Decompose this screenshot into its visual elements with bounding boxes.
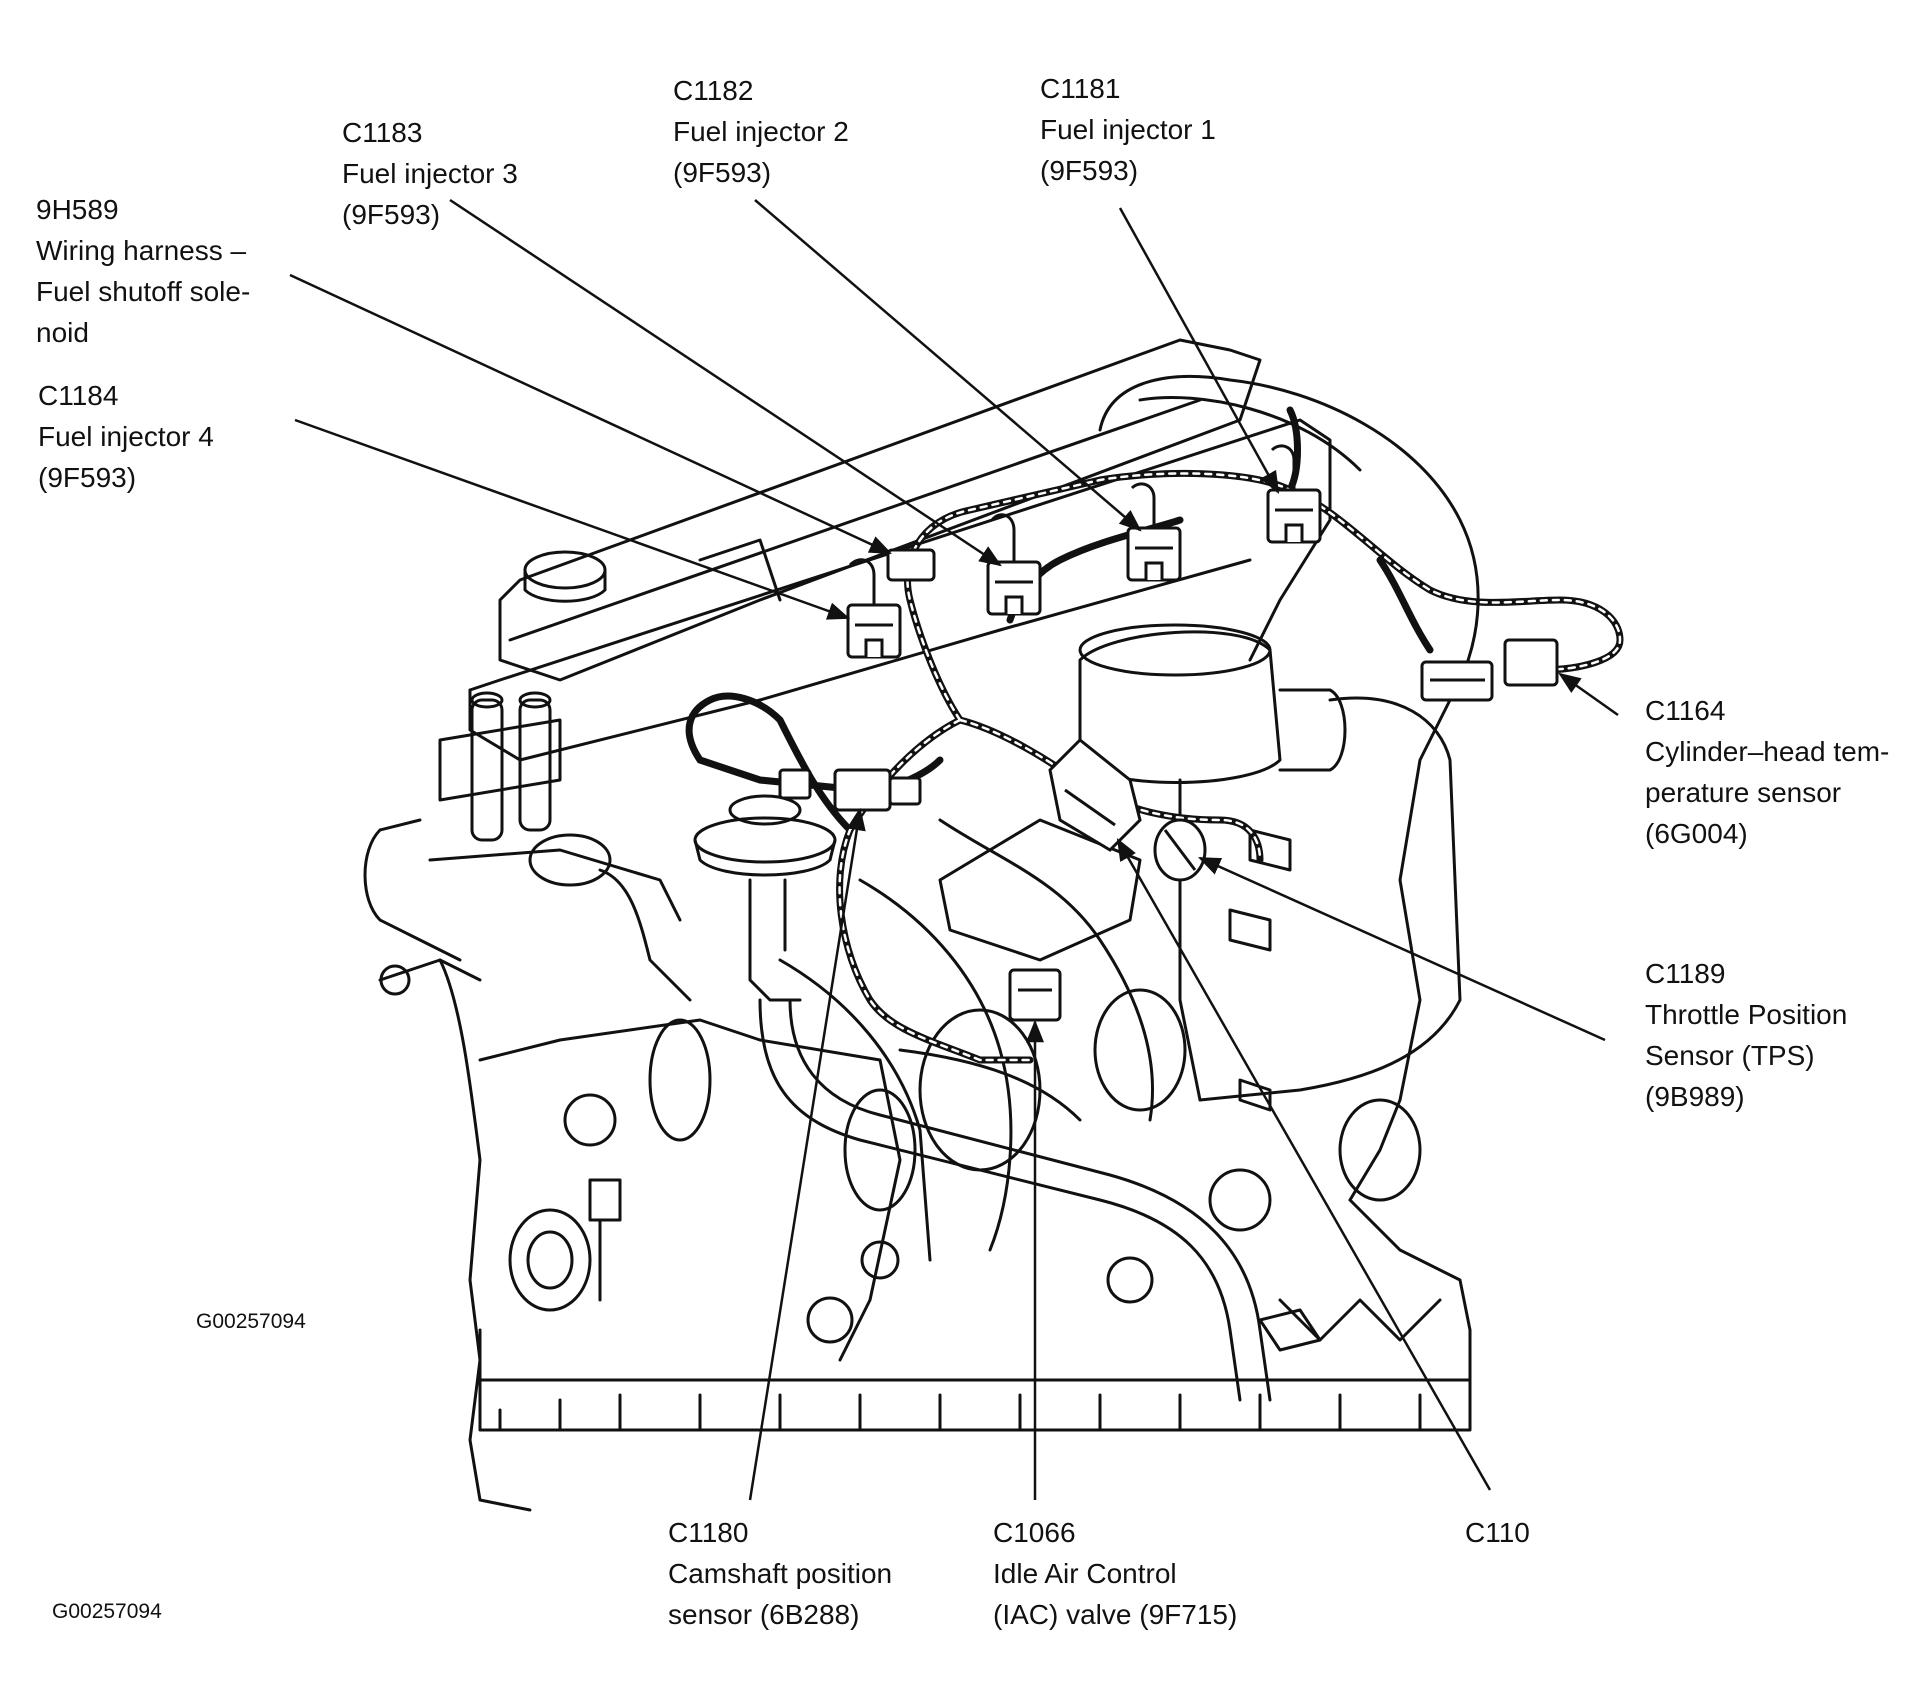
callout-c1181: C1181 Fuel injector 1 (9F593)	[1040, 68, 1216, 191]
callout-code: C1066	[993, 1517, 1076, 1548]
callout-line: (9F593)	[38, 462, 137, 493]
callout-line: Cylinder–head tem-	[1645, 736, 1890, 767]
callout-c1164: C1164 Cylinder–head tem- perature sensor…	[1645, 690, 1889, 854]
callout-line: perature sensor	[1645, 777, 1842, 808]
callout-code: C110	[1465, 1517, 1530, 1548]
connector-iac	[1008, 968, 1062, 1022]
callout-c1180: C1180 Camshaft position sensor (6B288)	[668, 1512, 892, 1635]
leader-c1183	[449, 198, 1002, 567]
callout-line: Throttle Position	[1645, 999, 1848, 1030]
callout-line: Fuel injector 3	[342, 158, 518, 189]
connector-cylinder-head-temp	[1420, 638, 1559, 702]
connector-injector-1	[1266, 444, 1322, 544]
connector-injector-2	[1126, 482, 1182, 582]
callout-line: (6G004)	[1645, 818, 1748, 849]
harness-inner-line	[838, 472, 1622, 1062]
callout-code: C1182	[673, 75, 754, 106]
leader-c1164	[1558, 672, 1619, 717]
callout-line: noid	[36, 317, 89, 348]
callout-c1182: C1182 Fuel injector 2 (9F593)	[673, 70, 849, 193]
connector-camshaft-sensor	[778, 768, 922, 812]
callout-c1183: C1183 Fuel injector 3 (9F593)	[342, 112, 518, 235]
callout-code: C1183	[342, 117, 423, 148]
connector-fuel-shutoff	[886, 548, 936, 582]
callout-line: (9F593)	[673, 157, 772, 188]
callout-c1184: C1184 Fuel injector 4 (9F593)	[38, 375, 214, 498]
callout-code: C1180	[668, 1517, 749, 1548]
leader-c1180	[748, 807, 866, 1501]
connector-injector-4	[846, 558, 902, 659]
callout-code: C1181	[1040, 73, 1121, 104]
callout-code: C1189	[1645, 958, 1726, 989]
leader-c1189	[1197, 856, 1606, 1042]
leader-c110	[1116, 838, 1492, 1491]
callout-line: (IAC) valve (9F715)	[993, 1599, 1238, 1630]
figure-id-outer: G00257094	[52, 1600, 162, 1623]
callout-9h589: 9H589 Wiring harness – Fuel shutoff sole…	[36, 189, 250, 353]
callout-code: C1164	[1645, 695, 1726, 726]
leader-c1184	[294, 418, 851, 620]
callout-line: Wiring harness –	[36, 235, 247, 266]
leader-c1181	[1118, 207, 1280, 494]
connector-c110	[1048, 737, 1142, 852]
figure-id-inner: G00257094	[196, 1310, 306, 1333]
connector-tps	[1153, 818, 1207, 882]
callout-line: (9F593)	[342, 199, 441, 230]
callout-line: (9F593)	[1040, 155, 1139, 186]
callout-line: Fuel injector 4	[38, 421, 214, 452]
callout-c1066: C1066 Idle Air Control (IAC) valve (9F71…	[993, 1512, 1237, 1635]
callout-line: Idle Air Control	[993, 1558, 1177, 1589]
callout-c110: C110	[1465, 1512, 1530, 1553]
callout-c1189: C1189 Throttle Position Sensor (TPS) (9B…	[1645, 953, 1847, 1117]
leader-lines	[289, 198, 1619, 1501]
callout-line: (9B989)	[1645, 1081, 1745, 1112]
callout-line: Fuel injector 2	[673, 116, 849, 147]
callout-code: 9H589	[36, 194, 119, 225]
callout-line: Camshaft position	[668, 1558, 893, 1589]
callout-line: Fuel shutoff sole-	[36, 276, 251, 307]
callout-line: Sensor (TPS)	[1645, 1040, 1815, 1071]
connectors	[778, 444, 1559, 1022]
callout-line: sensor (6B288)	[668, 1599, 860, 1630]
callout-line: Fuel injector 1	[1040, 114, 1216, 145]
leader-9h589	[289, 273, 893, 555]
connector-injector-3	[986, 513, 1042, 616]
callout-code: C1184	[38, 380, 119, 411]
leader-c1182	[754, 199, 1142, 532]
